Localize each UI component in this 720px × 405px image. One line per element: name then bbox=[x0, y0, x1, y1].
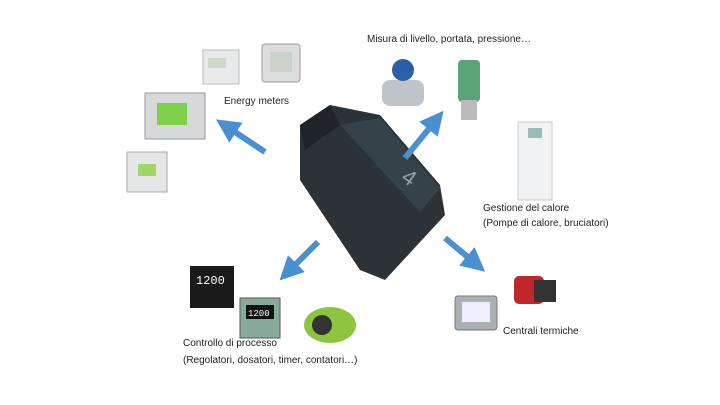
thermal-plant-images bbox=[454, 276, 556, 331]
process-control-images: 1200 1200 bbox=[190, 266, 356, 343]
label-heat-management-sub: (Pompe di calore, bruciatori) bbox=[483, 218, 609, 229]
label-thermal-plants: Centrali termiche bbox=[503, 326, 579, 337]
label-process-control: Controllo di processo bbox=[183, 338, 277, 349]
label-process-control-sub: (Regolatori, dosatori, timer, contatori…… bbox=[183, 355, 358, 366]
measurement-instrument-images bbox=[382, 59, 480, 120]
arrow-to-heat-management bbox=[443, 235, 486, 272]
controller-display: 1200 bbox=[196, 274, 225, 288]
label-energy-meters: Energy meters bbox=[224, 96, 290, 107]
arrow-to-process-control bbox=[279, 239, 321, 281]
arrow-to-energy-meters bbox=[216, 119, 267, 155]
energy-meter-images bbox=[126, 43, 301, 193]
label-measurement: Misura di livello, portata, pressione… bbox=[367, 34, 531, 45]
arrow-to-measurement bbox=[402, 110, 444, 160]
heat-pump-image bbox=[517, 121, 553, 201]
label-heat-management: Gestione del calore bbox=[483, 203, 570, 214]
controller-small-display: 1200 bbox=[248, 309, 270, 319]
